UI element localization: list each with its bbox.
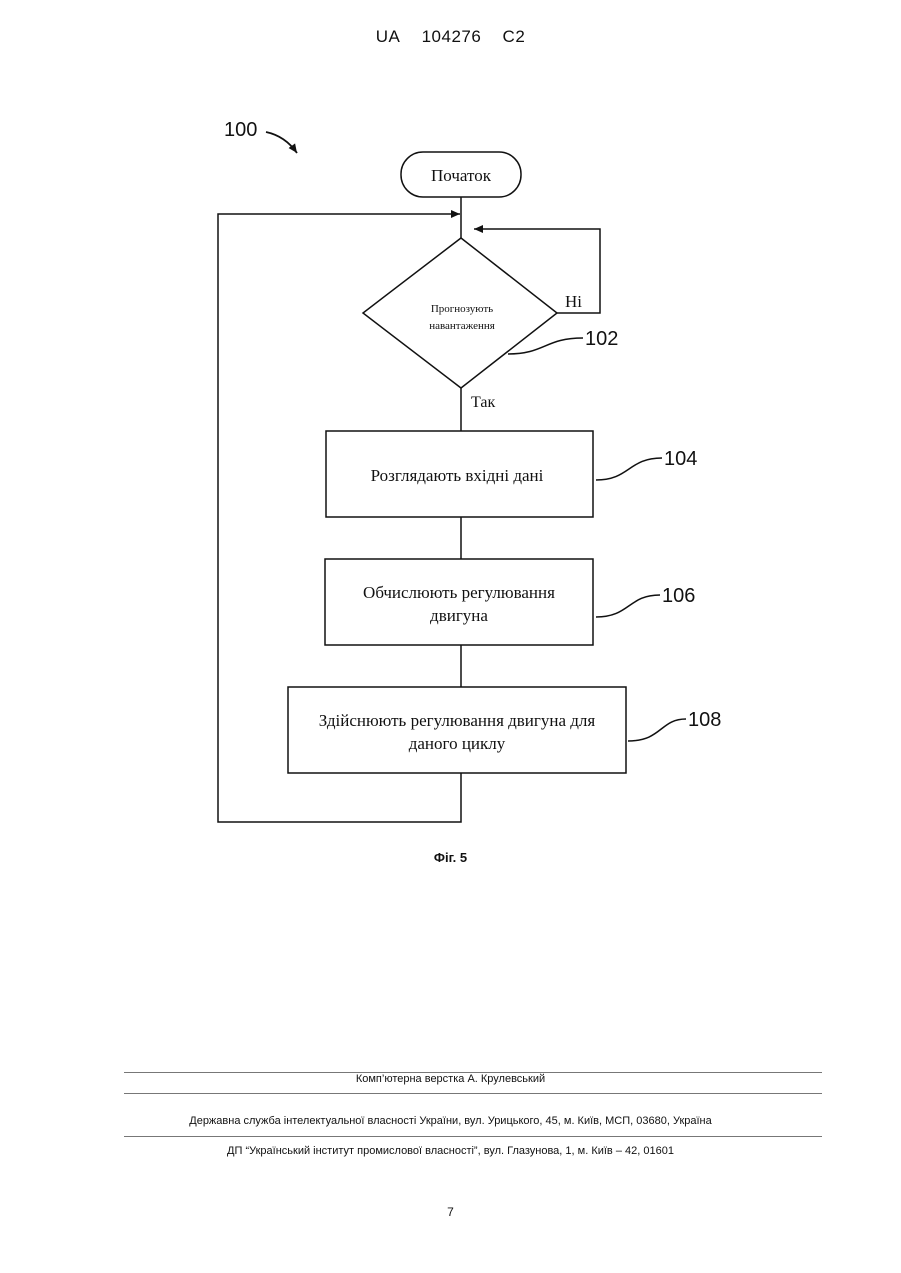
- footer-institute: ДП “Український інститут промислової вла…: [0, 1145, 901, 1157]
- ref-102: 102: [585, 328, 618, 350]
- page-number: 7: [0, 1205, 901, 1219]
- ref-106: 106: [662, 585, 695, 607]
- ref-108-leader: [628, 719, 686, 741]
- ref-104-leader: [596, 458, 662, 480]
- step-review-input-text: Розглядають вхідні дані: [371, 466, 544, 485]
- yes-label: Так: [471, 394, 495, 411]
- ref-100: 100: [224, 119, 257, 141]
- step-apply-line2: даного циклу: [409, 734, 506, 753]
- start-label: Початок: [431, 166, 492, 185]
- step-compute-adjustment-box: [325, 559, 593, 645]
- footer-rule-3: [124, 1136, 822, 1137]
- ref-104: 104: [664, 448, 697, 470]
- footer-layout-credit: Комп’ютерна верстка А. Крулевський: [0, 1073, 901, 1085]
- decision-line1: Прогнозують: [431, 303, 493, 315]
- step-compute-line2: двигуна: [430, 606, 488, 625]
- step-compute-line1: Обчислюють регулювання: [363, 583, 555, 602]
- ref-108: 108: [688, 709, 721, 731]
- figure-caption: Фіг. 5: [0, 850, 901, 865]
- ref-106-leader: [596, 595, 660, 617]
- no-label: Ні: [565, 292, 582, 311]
- step-apply-line1: Здійснюють регулювання двигуна для: [319, 711, 596, 730]
- footer-agency: Державна служба інтелектуальної власност…: [0, 1115, 901, 1127]
- footer-rule-2: [124, 1093, 822, 1094]
- step-apply-adjustment-box: [288, 687, 626, 773]
- ref-100-arrow: [266, 132, 297, 153]
- decision-line2: навантаження: [429, 320, 495, 332]
